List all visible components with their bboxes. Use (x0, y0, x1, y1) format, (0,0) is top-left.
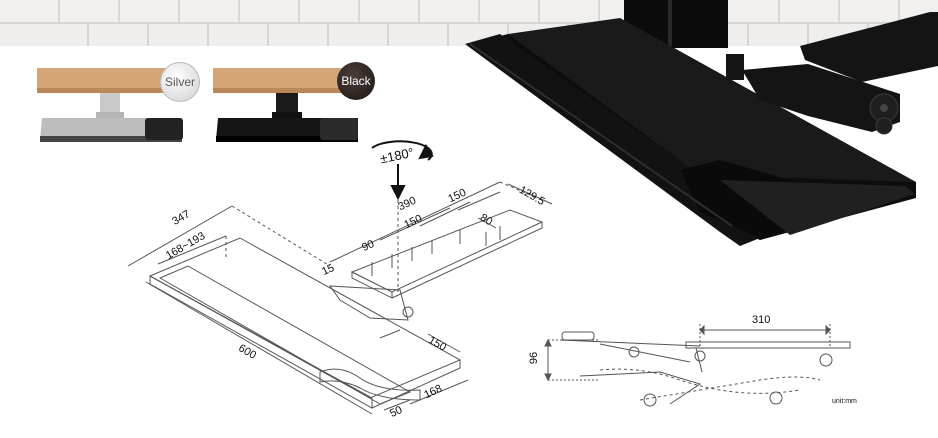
keyboard-tray-photo (465, 12, 938, 246)
rotation-arrow-icon (371, 140, 434, 201)
dim-side-width: 310 (752, 314, 771, 326)
side-view-dimension-drawing (544, 324, 851, 407)
silver-finish-thumbnail (37, 68, 183, 142)
silver-swatch[interactable]: Silver (160, 62, 200, 102)
silver-swatch-label: Silver (164, 75, 195, 89)
desk-pole-seam (668, 0, 672, 48)
brick-wall-row (0, 22, 938, 46)
isometric-dimension-drawing (127, 181, 553, 415)
black-swatch[interactable]: Black (337, 62, 375, 100)
unit-note: unit:mm (832, 398, 857, 405)
black-swatch-label: Black (341, 74, 371, 88)
black-finish-thumbnail (213, 68, 358, 142)
dim-side-height: 96 (528, 351, 541, 365)
